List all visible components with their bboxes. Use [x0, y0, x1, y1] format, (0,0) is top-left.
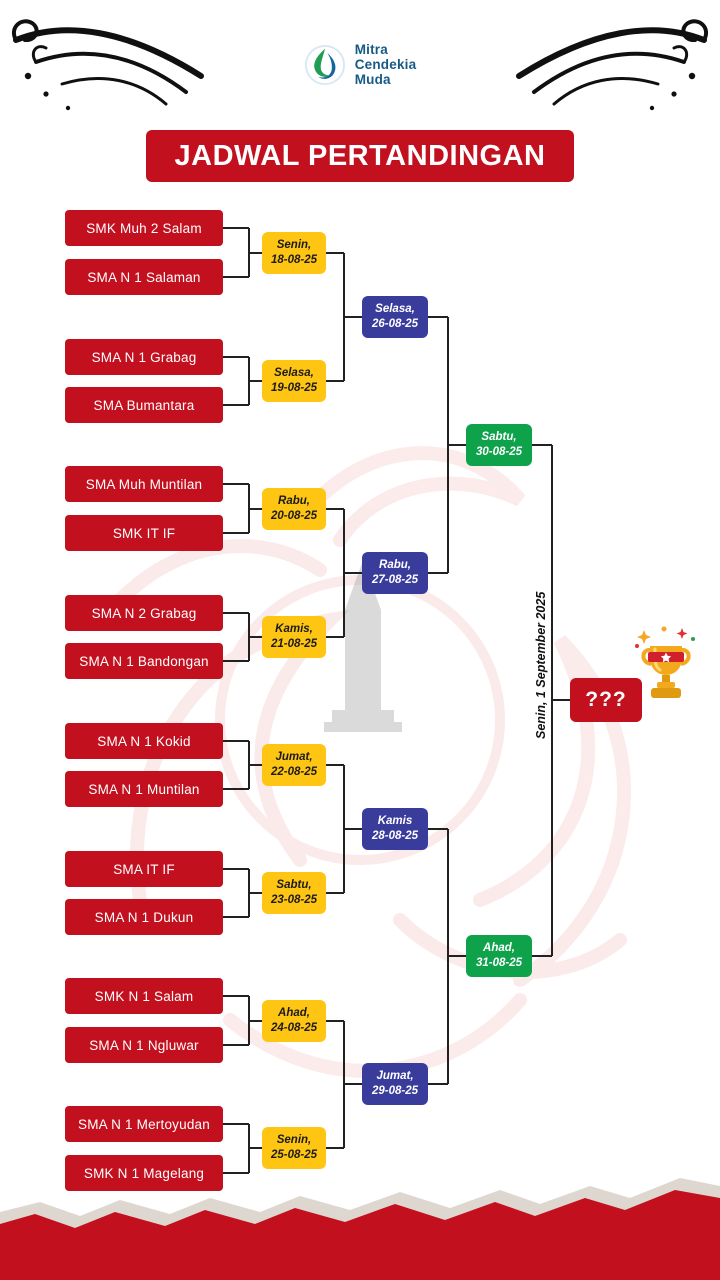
team-box: SMK N 1 Salam [65, 978, 223, 1014]
match-date: 27-08-25 [371, 574, 419, 586]
round2-date-box: Jumat, 29-08-25 [362, 1063, 428, 1105]
logo-line-1: Mitra [354, 42, 388, 57]
team-box: SMK N 1 Magelang [65, 1155, 223, 1191]
round2-date-box: Selasa, 26-08-25 [362, 296, 428, 338]
team-box: SMA IT IF [65, 851, 223, 887]
match-date: 19-08-25 [270, 382, 318, 394]
match-day: Senin, [276, 1134, 312, 1147]
final-winner-box: ??? [570, 678, 642, 722]
match-day: Rabu, [379, 559, 411, 572]
logo-drop-icon [304, 44, 345, 85]
team-box: SMA N 1 Dukun [65, 899, 223, 935]
round1-date-box: Ahad, 24-08-25 [262, 1000, 326, 1042]
team-box: SMA N 1 Bandongan [65, 643, 223, 679]
team-box: SMA N 1 Kokid [65, 723, 223, 759]
round1-date-box: Jumat, 22-08-25 [262, 744, 326, 786]
semifinal-date-box: Ahad, 31-08-25 [466, 935, 532, 977]
match-day: Rabu, [278, 495, 310, 508]
round1-date-box: Senin, 25-08-25 [262, 1127, 326, 1169]
match-date: 20-08-25 [270, 510, 318, 522]
team-box: SMA N 1 Salaman [65, 259, 223, 295]
logo-text: Mitra Cendekia Muda [355, 42, 417, 87]
team-box: SMA Bumantara [65, 387, 223, 423]
round1-date-box: Sabtu, 23-08-25 [262, 872, 326, 914]
match-day: Sabtu, [276, 879, 312, 892]
match-date: 30-08-25 [475, 446, 523, 458]
team-box: SMA N 1 Muntilan [65, 771, 223, 807]
round1-date-box: Kamis, 21-08-25 [262, 616, 326, 658]
match-day: Sabtu, [481, 431, 517, 444]
match-date: 29-08-25 [371, 1085, 419, 1097]
match-date: 28-08-25 [371, 830, 419, 842]
match-day: Selasa, [274, 367, 314, 380]
trophy-icon [635, 626, 695, 698]
team-box: SMA N 1 Mertoyudan [65, 1106, 223, 1142]
team-box: SMA N 1 Ngluwar [65, 1027, 223, 1063]
match-date: 25-08-25 [270, 1149, 318, 1161]
torn-edge [0, 1178, 720, 1280]
logo: Mitra Cendekia Muda [0, 42, 720, 87]
match-day: Ahad, [278, 1007, 310, 1020]
match-date: 21-08-25 [270, 638, 318, 650]
team-box: SMA N 2 Grabag [65, 595, 223, 631]
team-box: SMK Muh 2 Salam [65, 210, 223, 246]
corner-flourish-right-icon [516, 19, 708, 111]
corner-flourish-left-icon [12, 19, 204, 111]
match-day: Jumat, [376, 1070, 414, 1083]
round1-date-box: Senin, 18-08-25 [262, 232, 326, 274]
match-date: 22-08-25 [270, 766, 318, 778]
match-day: Kamis [377, 815, 413, 828]
page-title: JADWAL PERTANDINGAN [146, 130, 574, 182]
match-day: Jumat, [275, 751, 313, 764]
match-date: 26-08-25 [371, 318, 419, 330]
round1-date-box: Selasa, 19-08-25 [262, 360, 326, 402]
match-day: Selasa, [375, 303, 415, 316]
logo-line-2: Cendekia [354, 57, 417, 73]
match-day: Senin, [276, 239, 312, 252]
team-box: SMK IT IF [65, 515, 223, 551]
match-day: Kamis, [275, 623, 313, 636]
round2-date-box: Kamis 28-08-25 [362, 808, 428, 850]
semifinal-date-box: Sabtu, 30-08-25 [466, 424, 532, 466]
team-box: SMA N 1 Grabag [65, 339, 223, 375]
logo-line-3: Muda [354, 72, 391, 88]
final-date-label: Senin, 1 September 2025 [534, 591, 548, 739]
round1-date-box: Rabu, 20-08-25 [262, 488, 326, 530]
match-day: Ahad, [483, 942, 515, 955]
team-box: SMA Muh Muntilan [65, 466, 223, 502]
match-date: 31-08-25 [475, 957, 523, 969]
round2-date-box: Rabu, 27-08-25 [362, 552, 428, 594]
match-date: 23-08-25 [270, 894, 318, 906]
match-date: 18-08-25 [270, 254, 318, 266]
match-date: 24-08-25 [270, 1022, 318, 1034]
